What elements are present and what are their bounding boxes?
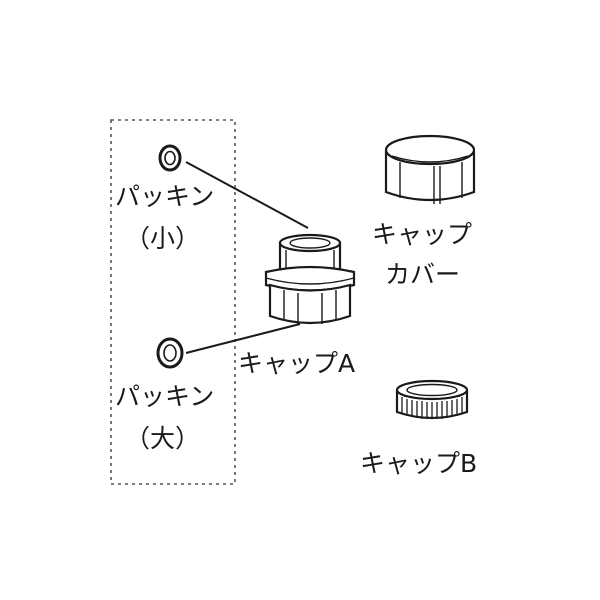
cap-cover-label-line1: キャップ (372, 220, 472, 249)
cap-a-label: キャップA (238, 349, 355, 378)
packing-small-ring (158, 144, 182, 172)
leader-packing-large (185, 323, 301, 354)
leader-packing-small (185, 161, 309, 229)
cap-cover-part (384, 134, 476, 204)
packing-small-label-line2: （小） (125, 224, 200, 253)
packing-small-label-line1: パッキン (115, 182, 214, 211)
packing-large-label-line2: （大） (125, 424, 200, 453)
cap-b-part (395, 379, 469, 420)
packing-group-box (110, 119, 236, 485)
packing-large-label-line1: パッキン (115, 382, 214, 411)
packing-large-ring (156, 337, 184, 369)
cap-cover-label-line2: カバー (385, 260, 460, 289)
cap-a-part (264, 233, 356, 325)
cap-b-label: キャップB (360, 449, 477, 478)
